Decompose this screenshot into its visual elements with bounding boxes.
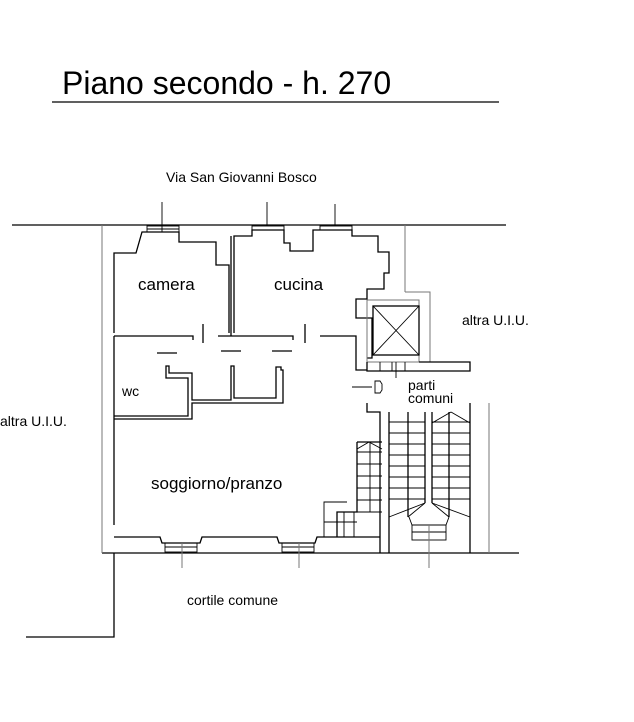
window-court-3: [408, 516, 450, 568]
window-street-3: [319, 204, 353, 231]
room-label-cucina: cucina: [274, 275, 324, 294]
neighbor-label-left: altra U.I.U.: [0, 413, 67, 429]
stair-winder: [388, 502, 426, 518]
wall-soggiorno-bottom: [114, 536, 380, 544]
outer-walls: [101, 225, 490, 553]
staircase-secondary: [323, 441, 382, 537]
plan-title: Piano secondo - h. 270: [62, 65, 391, 101]
window-court-2: [281, 542, 315, 568]
entrance-door-icon: [352, 380, 383, 394]
window-street-2: [251, 202, 285, 231]
left-boundary-line: [26, 553, 115, 638]
room-label-camera: camera: [138, 275, 195, 294]
stair-arrow: [356, 441, 370, 450]
wall-camera: [113, 231, 230, 333]
stair-winder: [431, 502, 471, 518]
elevator-shaft: [366, 299, 471, 378]
window-court-1: [164, 542, 198, 568]
stair-arrow: [431, 411, 452, 424]
stair-winder: [431, 502, 450, 518]
stair-arrow: [368, 441, 383, 450]
common-area-label-2: comuni: [408, 390, 453, 406]
window-street-1: [146, 202, 180, 233]
courtyard-label: cortile comune: [187, 592, 278, 608]
stair-winder: [407, 502, 426, 518]
neighbor-label-right: altra U.I.U.: [462, 312, 529, 328]
stair-arrow: [450, 411, 471, 424]
wall-common-area: [366, 403, 381, 553]
wall-corridor: [113, 324, 367, 525]
room-label-soggiorno: soggiorno/pranzo: [151, 474, 282, 493]
wall-wc: [114, 365, 284, 420]
common-area-label-1: parti: [408, 377, 435, 393]
street-label: Via San Giovanni Bosco: [166, 169, 317, 185]
wall-cucina: [233, 229, 390, 359]
room-label-wc: wc: [121, 383, 139, 399]
